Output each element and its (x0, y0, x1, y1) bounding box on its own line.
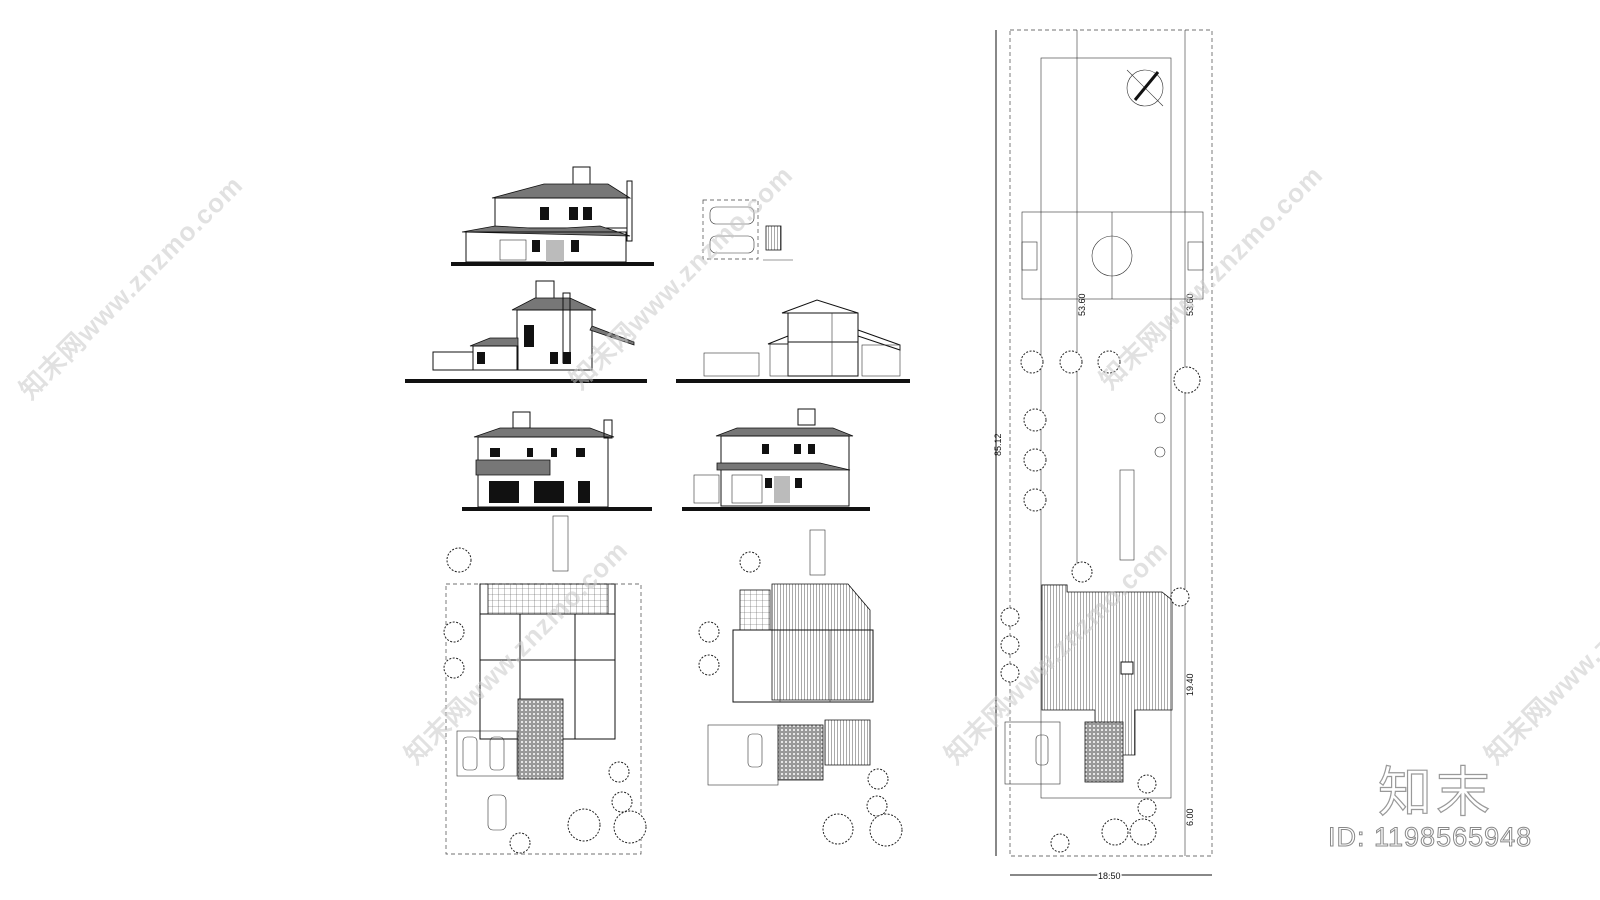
ground-floor-plan (443, 515, 647, 855)
football-field (1021, 211, 1204, 300)
dim-total-length: 85.12 (993, 433, 1003, 456)
front-elevation (451, 166, 654, 266)
north-arrow-icon (1126, 69, 1164, 107)
street-elevation (682, 408, 870, 511)
dim-field-right: 53.60 (1185, 293, 1195, 316)
dim-field-left: 53.60 (1077, 293, 1087, 316)
garage-plan-detail (702, 199, 793, 261)
site-plan: 85.12 53.60 53.60 19.40 6.00 18.50 (993, 29, 1213, 883)
side-elevation (405, 280, 647, 383)
building-section (676, 299, 910, 383)
dim-width: 18.50 (1098, 871, 1121, 881)
upper-floor-plan (698, 529, 903, 847)
rear-elevation (462, 411, 652, 511)
dim-front-setback: 6.00 (1185, 808, 1195, 826)
asset-id-label: ID: 1198565948 (1327, 822, 1533, 853)
dim-house-depth: 19.40 (1185, 673, 1195, 696)
znzmo-logo: 知末 (1377, 760, 1494, 824)
